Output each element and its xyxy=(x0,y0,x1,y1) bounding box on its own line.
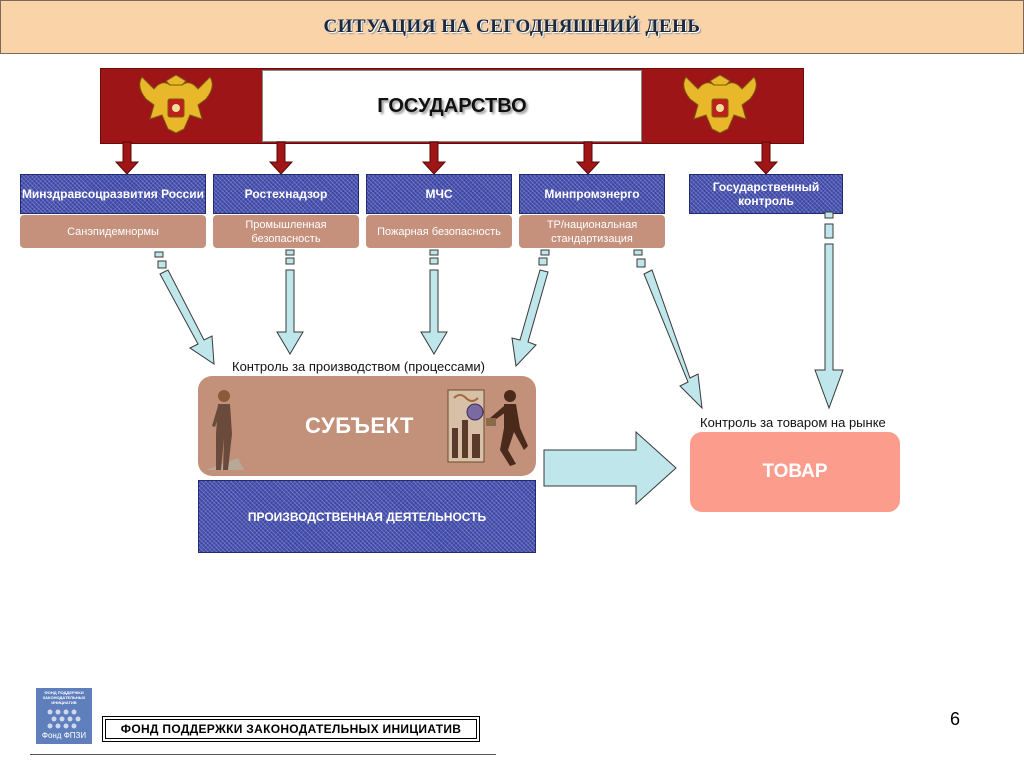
footer-org-name: ФОНД ПОДДЕРЖКИ ЗАКОНОДАТЕЛЬНЫХ ИНИЦИАТИВ xyxy=(120,722,462,736)
coat-of-arms-icon xyxy=(683,75,757,134)
agency-minpromenergo: Минпромэнерго xyxy=(519,174,665,214)
agency-rostekhnadzor: Ростехнадзор xyxy=(213,174,359,214)
agency-state-control: Государственный контроль xyxy=(689,174,843,214)
agency-label: МЧС xyxy=(425,187,453,201)
production-activity-label: ПРОИЗВОДСТВЕННАЯ ДЕЯТЕЛЬНОСТЬ xyxy=(247,509,487,524)
footer-org-box: ФОНД ПОДДЕРЖКИ ЗАКОНОДАТЕЛЬНЫХ ИНИЦИАТИВ xyxy=(102,716,480,742)
flow-arrow-icon xyxy=(643,269,703,410)
agency-sub-label: Промышленная безопасность xyxy=(245,218,327,245)
agency-sub-sanepid: Санэпидемнормы xyxy=(20,215,206,248)
flow-arrow-icon xyxy=(814,243,844,410)
factory-icon xyxy=(447,389,485,463)
agency-minzdrav: Минздравсоцразвития России xyxy=(20,174,206,214)
agency-mchs: МЧС xyxy=(366,174,512,214)
agency-sub-industrial-safety: Промышленная безопасность xyxy=(213,215,359,248)
title-bar: СИТУАЦИЯ НА СЕГОДНЯШНИЙ ДЕНЬ xyxy=(0,0,1024,54)
agency-label: Ростехнадзор xyxy=(244,187,328,201)
state-label: ГОСУДАРСТВО xyxy=(377,94,527,117)
process-control-label: Контроль за производством (процессами) xyxy=(232,359,486,374)
agency-sub-label: Санэпидемнормы xyxy=(67,225,159,238)
running-man-icon xyxy=(486,390,528,466)
agency-label: Минздравсоцразвития России xyxy=(21,187,205,201)
agency-sub-fire-safety: Пожарная безопасность xyxy=(366,215,512,248)
agency-sub-label: ТР/национальная стандартизация xyxy=(546,218,638,245)
fund-logo-caption: ФОНД ПОДДЕРЖКИ ЗАКОНОДАТЕЛЬНЫХ ИНИЦИАТИВ xyxy=(42,690,86,705)
page-number: 6 xyxy=(950,709,961,729)
market-control-label: Контроль за товаром на рынке xyxy=(700,415,886,430)
coat-of-arms-icon xyxy=(139,75,213,134)
agency-label: Минпромэнерго xyxy=(544,187,640,201)
slide-title: СИТУАЦИЯ НА СЕГОДНЯШНИЙ ДЕНЬ xyxy=(323,16,701,37)
logo-grid-icon xyxy=(47,709,81,729)
big-right-arrow-icon xyxy=(543,430,677,506)
down-arrow-icon xyxy=(753,141,779,175)
flow-arrow-icon xyxy=(276,269,304,355)
fund-logo xyxy=(36,688,92,744)
production-activity-box: ПРОИЗВОДСТВЕННАЯ ДЕЯТЕЛЬНОСТЬ xyxy=(198,480,536,553)
state-label-box: ГОСУДАРСТВО xyxy=(262,70,642,142)
goods-box: ТОВАР xyxy=(690,432,900,512)
down-arrow-icon xyxy=(114,141,140,175)
down-arrow-icon xyxy=(421,141,447,175)
flow-arrow-icon xyxy=(511,269,549,368)
businessman-icon xyxy=(206,390,244,470)
subject-label: СУБЪЕКТ xyxy=(305,413,414,438)
footer-divider xyxy=(30,754,496,755)
goods-label: ТОВАР xyxy=(762,461,828,482)
agency-label: Государственный контроль xyxy=(712,180,820,208)
flow-arrow-icon xyxy=(159,269,215,365)
agency-sub-label: Пожарная безопасность xyxy=(377,225,501,238)
agency-sub-standardization: ТР/национальная стандартизация xyxy=(519,215,665,248)
down-arrow-icon xyxy=(575,141,601,175)
flow-arrow-icon xyxy=(420,269,448,355)
down-arrow-icon xyxy=(268,141,294,175)
fund-logo-name: Фонд ФПЗИ xyxy=(41,731,87,740)
